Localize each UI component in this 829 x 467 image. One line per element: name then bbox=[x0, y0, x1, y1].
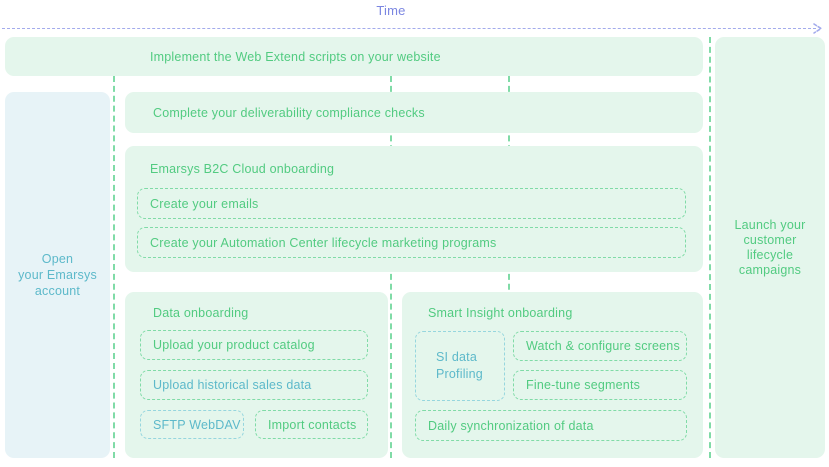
time-axis-label: Time bbox=[376, 3, 406, 18]
task-daily-synchronization: Daily synchronization of data bbox=[415, 410, 687, 441]
task-import-contacts-label: Import contacts bbox=[268, 417, 357, 432]
stage-open-account-panel: Open your Emarsys account bbox=[5, 92, 110, 458]
section-b2c-onboarding-title: Emarsys B2C Cloud onboarding bbox=[150, 162, 335, 176]
stage-implement-webextend-label: Implement the Web Extend scripts on your… bbox=[150, 49, 441, 64]
task-create-automation-programs-label: Create your Automation Center lifecycle … bbox=[150, 235, 497, 250]
arrow-right-icon bbox=[813, 23, 823, 34]
task-si-data-profiling: SI data Profiling bbox=[415, 331, 505, 401]
task-upload-historical-sales: Upload historical sales data bbox=[140, 370, 368, 400]
stage-complete-deliverability-label: Complete your deliverability compliance … bbox=[153, 105, 425, 120]
timeline-divider-launch bbox=[709, 37, 711, 458]
task-create-emails: Create your emails bbox=[137, 188, 686, 219]
task-fine-tune-segments-label: Fine-tune segments bbox=[526, 378, 641, 392]
task-watch-configure-screens-label: Watch & configure screens bbox=[526, 339, 680, 353]
section-smart-insight-onboarding: Smart Insight onboarding SI data Profili… bbox=[402, 292, 703, 458]
task-watch-configure-screens: Watch & configure screens bbox=[513, 331, 687, 361]
task-sftp-webdav-label: SFTP WebDAV bbox=[153, 417, 241, 432]
task-upload-product-catalog: Upload your product catalog bbox=[140, 330, 368, 360]
section-smart-insight-onboarding-title: Smart Insight onboarding bbox=[428, 306, 573, 320]
section-data-onboarding-title: Data onboarding bbox=[153, 306, 249, 320]
stage-implement-webextend: Implement the Web Extend scripts on your… bbox=[5, 37, 703, 76]
task-upload-historical-sales-label: Upload historical sales data bbox=[153, 378, 312, 392]
time-axis-line bbox=[2, 28, 816, 29]
task-create-automation-programs: Create your Automation Center lifecycle … bbox=[137, 227, 686, 258]
task-create-emails-label: Create your emails bbox=[150, 196, 259, 211]
section-b2c-onboarding: Emarsys B2C Cloud onboarding Create your… bbox=[125, 146, 703, 272]
task-daily-synchronization-label: Daily synchronization of data bbox=[428, 418, 594, 433]
stage-complete-deliverability: Complete your deliverability compliance … bbox=[125, 92, 703, 133]
task-import-contacts: Import contacts bbox=[255, 410, 368, 439]
task-si-data-profiling-label: SI data Profiling bbox=[436, 350, 483, 381]
section-data-onboarding: Data onboarding Upload your product cata… bbox=[125, 292, 388, 458]
stage-launch-campaigns-label: Launch your customer lifecycle campaigns bbox=[734, 217, 806, 277]
task-fine-tune-segments: Fine-tune segments bbox=[513, 370, 687, 400]
task-upload-product-catalog-label: Upload your product catalog bbox=[153, 338, 315, 352]
stage-open-account-label: Open your Emarsys account bbox=[18, 252, 97, 298]
task-sftp-webdav: SFTP WebDAV bbox=[140, 410, 244, 439]
stage-launch-campaigns-panel: Launch your customer lifecycle campaigns bbox=[715, 37, 825, 458]
timeline-divider-open-account bbox=[113, 76, 115, 458]
